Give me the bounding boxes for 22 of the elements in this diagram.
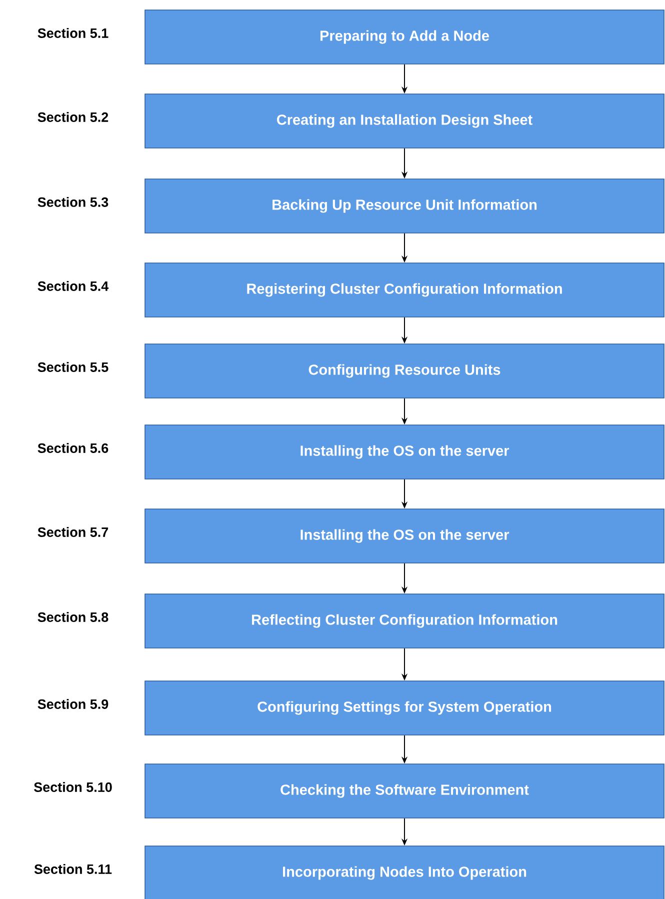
section-label: Section 5.10 (34, 782, 112, 792)
process-box: Configuring Resource Units (144, 344, 664, 398)
process-box: Registering Cluster Configuration Information (144, 262, 664, 318)
section-label: Section 5.11 (34, 864, 112, 874)
section-label: Section 5.1 (38, 28, 108, 38)
section-label: Section 5.3 (38, 197, 108, 207)
process-box: Checking the Software Environment (144, 764, 664, 818)
section-label: Section 5.9 (38, 699, 108, 709)
process-box: Creating an Installation Design Sheet (144, 94, 664, 148)
process-box: Preparing to Add a Node (144, 10, 664, 64)
section-label: Section 5.8 (38, 612, 108, 622)
section-label: Section 5.5 (38, 362, 108, 372)
section-label: Section 5.2 (38, 112, 108, 122)
process-box: Installing the OS on the server (144, 508, 664, 564)
section-label: Section 5.6 (38, 443, 108, 453)
process-box: Reflecting Cluster Configuration Information (144, 594, 664, 648)
section-label: Section 5.4 (38, 281, 109, 291)
process-box: Incorporating Nodes Into Operation (144, 846, 664, 899)
process-box: Installing the OS on the server (144, 424, 664, 480)
process-box: Configuring Settings for System Operation (144, 680, 664, 736)
process-box: Backing Up Resource Unit Information (144, 178, 664, 234)
section-label: Section 5.7 (38, 527, 108, 537)
